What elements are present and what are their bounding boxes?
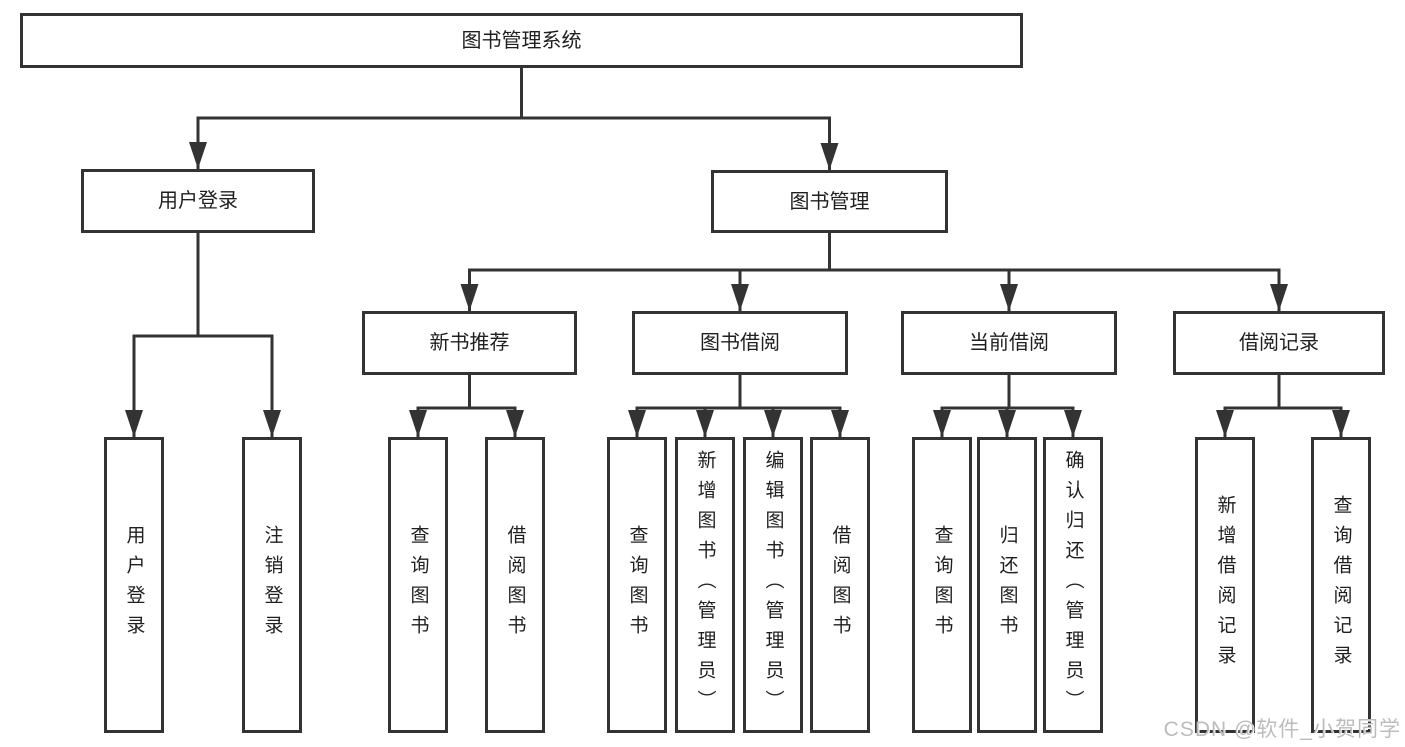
node-label-new-book-recommend: 新书推荐 — [429, 332, 510, 354]
node-leaf-query-book-rec: 查询图书 — [388, 437, 448, 733]
node-leaf-query-book-current: 查询图书 — [912, 437, 972, 733]
node-label-book-borrowing: 图书借阅 — [700, 332, 780, 354]
node-label-leaf-logout: 注销登录 — [261, 525, 283, 645]
node-label-leaf-query-book-rec: 查询图书 — [407, 525, 429, 645]
node-label-leaf-borrow-book: 借阅图书 — [829, 525, 851, 645]
node-user-login: 用户登录 — [81, 169, 315, 233]
node-leaf-borrow-book: 借阅图书 — [810, 437, 870, 733]
node-leaf-logout: 注销登录 — [242, 437, 302, 733]
node-label-root: 图书管理系统 — [461, 29, 582, 52]
node-leaf-query-borrow-record: 查询借阅记录 — [1311, 437, 1371, 733]
node-new-book-recommend: 新书推荐 — [362, 311, 577, 375]
node-current-borrowing: 当前借阅 — [901, 311, 1117, 375]
node-label-leaf-return-book: 归还图书 — [996, 525, 1018, 645]
node-leaf-add-borrow-record: 新增借阅记录 — [1195, 437, 1255, 733]
node-root: 图书管理系统 — [20, 13, 1023, 68]
node-leaf-add-book-admin: 新增图书（管理员） — [675, 437, 735, 733]
node-label-leaf-query-borrow-record: 查询借阅记录 — [1330, 495, 1352, 675]
node-leaf-query-book-borrow: 查询图书 — [607, 437, 667, 733]
node-label-user-login: 用户登录 — [158, 190, 238, 212]
node-label-leaf-confirm-return-admin: 确认归还（管理员） — [1062, 450, 1084, 720]
node-label-current-borrowing: 当前借阅 — [969, 332, 1049, 354]
node-label-book-management: 图书管理 — [789, 190, 870, 213]
node-borrowing-records: 借阅记录 — [1173, 311, 1385, 375]
node-label-leaf-add-book-admin: 新增图书（管理员） — [694, 450, 716, 720]
node-book-management: 图书管理 — [711, 170, 948, 233]
node-label-leaf-query-book-borrow: 查询图书 — [626, 525, 648, 645]
node-label-leaf-edit-book-admin: 编辑图书（管理员） — [762, 450, 784, 720]
node-label-leaf-borrow-book-rec: 借阅图书 — [504, 525, 526, 645]
node-leaf-user-login: 用户登录 — [104, 437, 164, 733]
node-label-borrowing-records: 借阅记录 — [1239, 332, 1319, 354]
node-leaf-borrow-book-rec: 借阅图书 — [485, 437, 545, 733]
node-leaf-edit-book-admin: 编辑图书（管理员） — [743, 437, 803, 733]
node-book-borrowing: 图书借阅 — [632, 311, 848, 375]
node-label-leaf-add-borrow-record: 新增借阅记录 — [1214, 495, 1236, 675]
node-label-leaf-query-book-current: 查询图书 — [931, 525, 953, 645]
node-label-leaf-user-login: 用户登录 — [123, 525, 145, 645]
node-leaf-confirm-return-admin: 确认归还（管理员） — [1043, 437, 1103, 733]
node-leaf-return-book: 归还图书 — [977, 437, 1037, 733]
